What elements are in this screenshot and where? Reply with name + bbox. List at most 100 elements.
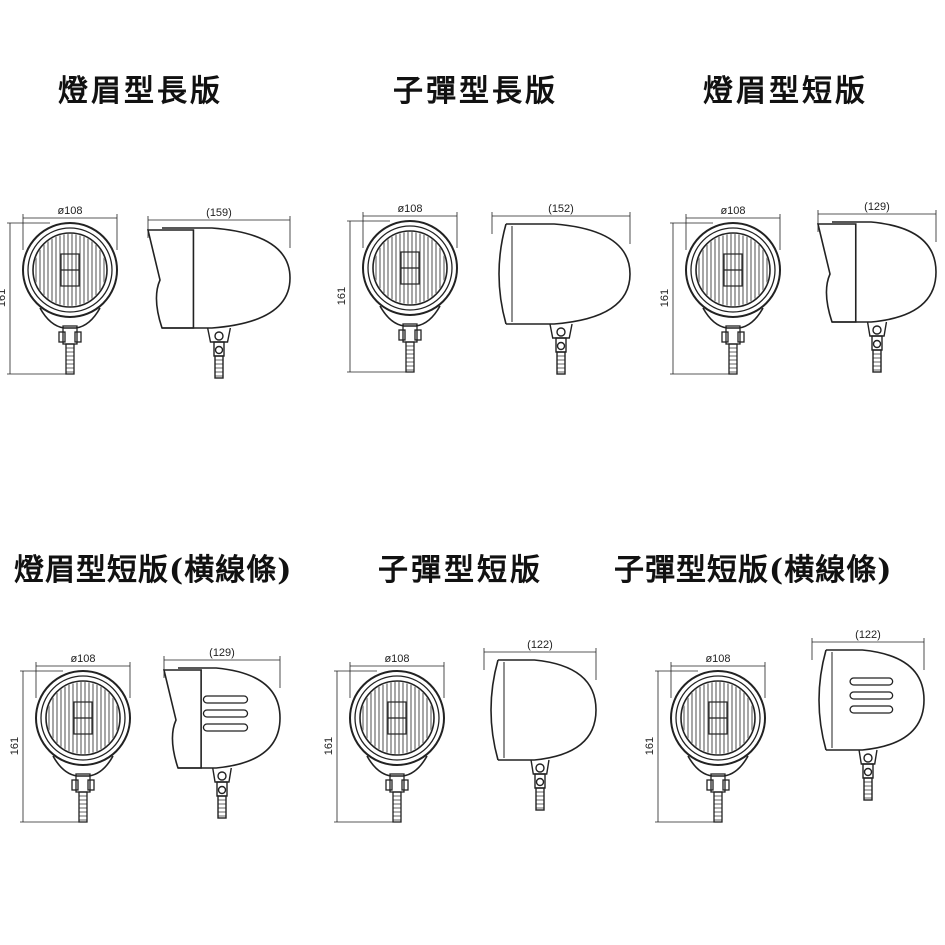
variant-title-5: 子彈型短版 [378,553,543,588]
visor [146,229,195,329]
lens-ring [32,232,108,308]
mount-bolt [863,777,873,801]
lens-ring [45,680,121,756]
front-view [349,670,445,823]
mount-pivot [214,331,224,341]
mount-bracket [687,755,749,777]
height-label: 161 [0,289,8,307]
mount-bolt [713,791,723,823]
lens-ring [372,230,448,306]
diameter-dimension [22,214,118,250]
variant-title-1: 燈眉型長版 [58,74,223,109]
diameter-dimension [670,662,766,698]
height-dimension [655,670,714,823]
mount-washer [872,339,882,349]
diameter-label: ø108 [720,205,745,217]
height-label: 161 [336,287,348,305]
mount-bracket [702,307,764,329]
mount-pivot [872,325,882,335]
mount-pivot [535,763,545,773]
variant-title-6: 子彈型短版(横線條) [614,553,893,588]
diameter-dimension [685,214,781,250]
housing-body [826,649,925,751]
outer-ring [685,222,781,318]
front-view [670,670,766,823]
front-rim [490,659,499,761]
mount-washer [556,341,566,351]
side-view [816,221,937,373]
lens-ring [680,680,756,756]
mount-bracket [379,305,441,327]
mount-pivot [863,753,873,763]
outer-ring [22,222,118,318]
mount-nut-left [385,779,393,791]
mount-washer [863,767,873,777]
outer-ring [362,220,458,316]
mount-pivot [556,327,566,337]
bezel-ring [354,675,440,761]
lens-ring [359,680,435,756]
mount-bolt [78,791,88,823]
variant-title-3: 燈眉型短版 [703,74,868,109]
mount-bracket [52,755,114,777]
diameter-label: ø108 [397,203,422,215]
mount-nut-right [722,779,730,791]
mount-washer [217,785,227,795]
side-view [498,223,631,375]
mount-nut-right [401,779,409,791]
housing-body [162,227,291,329]
length-dimension [811,638,925,670]
housing-body [506,223,631,325]
length-dimension [147,216,291,248]
mount-bolt [535,787,545,811]
outer-ring [35,670,131,766]
side-view [162,667,281,819]
height-dimension [670,222,729,375]
housing-body [498,659,597,761]
mount-pivot [217,771,227,781]
variant-drawing-2: ø108 161 (152) [336,203,631,375]
mount-bracket [39,307,101,329]
height-label: 161 [644,737,656,755]
diameter-dimension [362,212,458,248]
front-view [22,222,118,375]
length-dimension [491,212,631,244]
visor [162,669,202,769]
length-dimension [483,648,597,680]
mount-bolt [728,343,738,375]
horizontal-stripe [202,723,249,732]
mount-nut-right [737,331,745,343]
diameter-label: ø108 [705,653,730,665]
height-dimension [20,670,79,823]
housing-body [832,221,937,323]
horizontal-stripe [849,691,894,700]
outer-ring [349,670,445,766]
outer-ring [670,670,766,766]
diameter-label: ø108 [70,653,95,665]
height-dimension [334,670,393,823]
height-label: 161 [9,737,21,755]
mount-bolt [872,349,882,373]
bezel-ring [367,225,453,311]
diameter-dimension [349,662,445,698]
horizontal-stripe [202,695,249,704]
horizontal-stripe [849,705,894,714]
length-label: (159) [206,207,232,219]
variant-title-4: 燈眉型短版(横線條) [14,553,293,588]
length-dimension [163,656,281,688]
length-dimension [817,210,937,242]
front-view [685,222,781,375]
height-label: 161 [659,289,671,307]
mount-nut-right [87,779,95,791]
length-label: (152) [548,203,574,215]
variant-title-2: 子彈型長版 [393,74,558,109]
bezel-ring [690,227,776,313]
side-view [818,649,925,801]
mount-nut-left [721,331,729,343]
side-view [490,659,597,811]
